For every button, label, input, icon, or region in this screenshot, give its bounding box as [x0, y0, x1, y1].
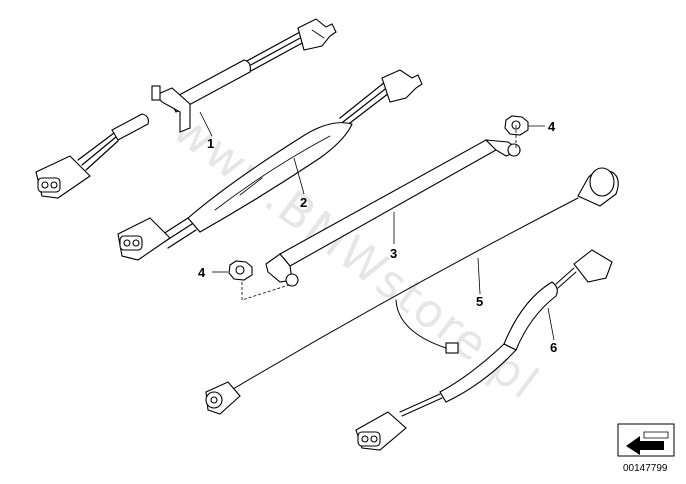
- callout-2: 2: [300, 195, 307, 210]
- part-3-ground-strap: [265, 139, 522, 287]
- callout-5: 5: [476, 294, 483, 309]
- arrow-icon: [626, 436, 664, 455]
- document-number: 00147799: [623, 463, 668, 474]
- document-badge: 00147799: [617, 423, 675, 474]
- callout-3: 3: [390, 246, 397, 261]
- callout-6: 6: [550, 340, 557, 355]
- part-4-nut-upper: [504, 115, 529, 136]
- callout-1: 1: [207, 136, 214, 151]
- part-5-cable: [205, 167, 619, 415]
- part-2-harness: [117, 69, 423, 261]
- part-6-harness: [355, 249, 613, 451]
- callout-4-lower: 4: [198, 265, 206, 280]
- leader-lines: [199, 111, 555, 341]
- callout-4-upper: 4: [548, 119, 556, 134]
- part-4-nut-lower: [228, 260, 253, 281]
- part-1-harness: [35, 18, 337, 199]
